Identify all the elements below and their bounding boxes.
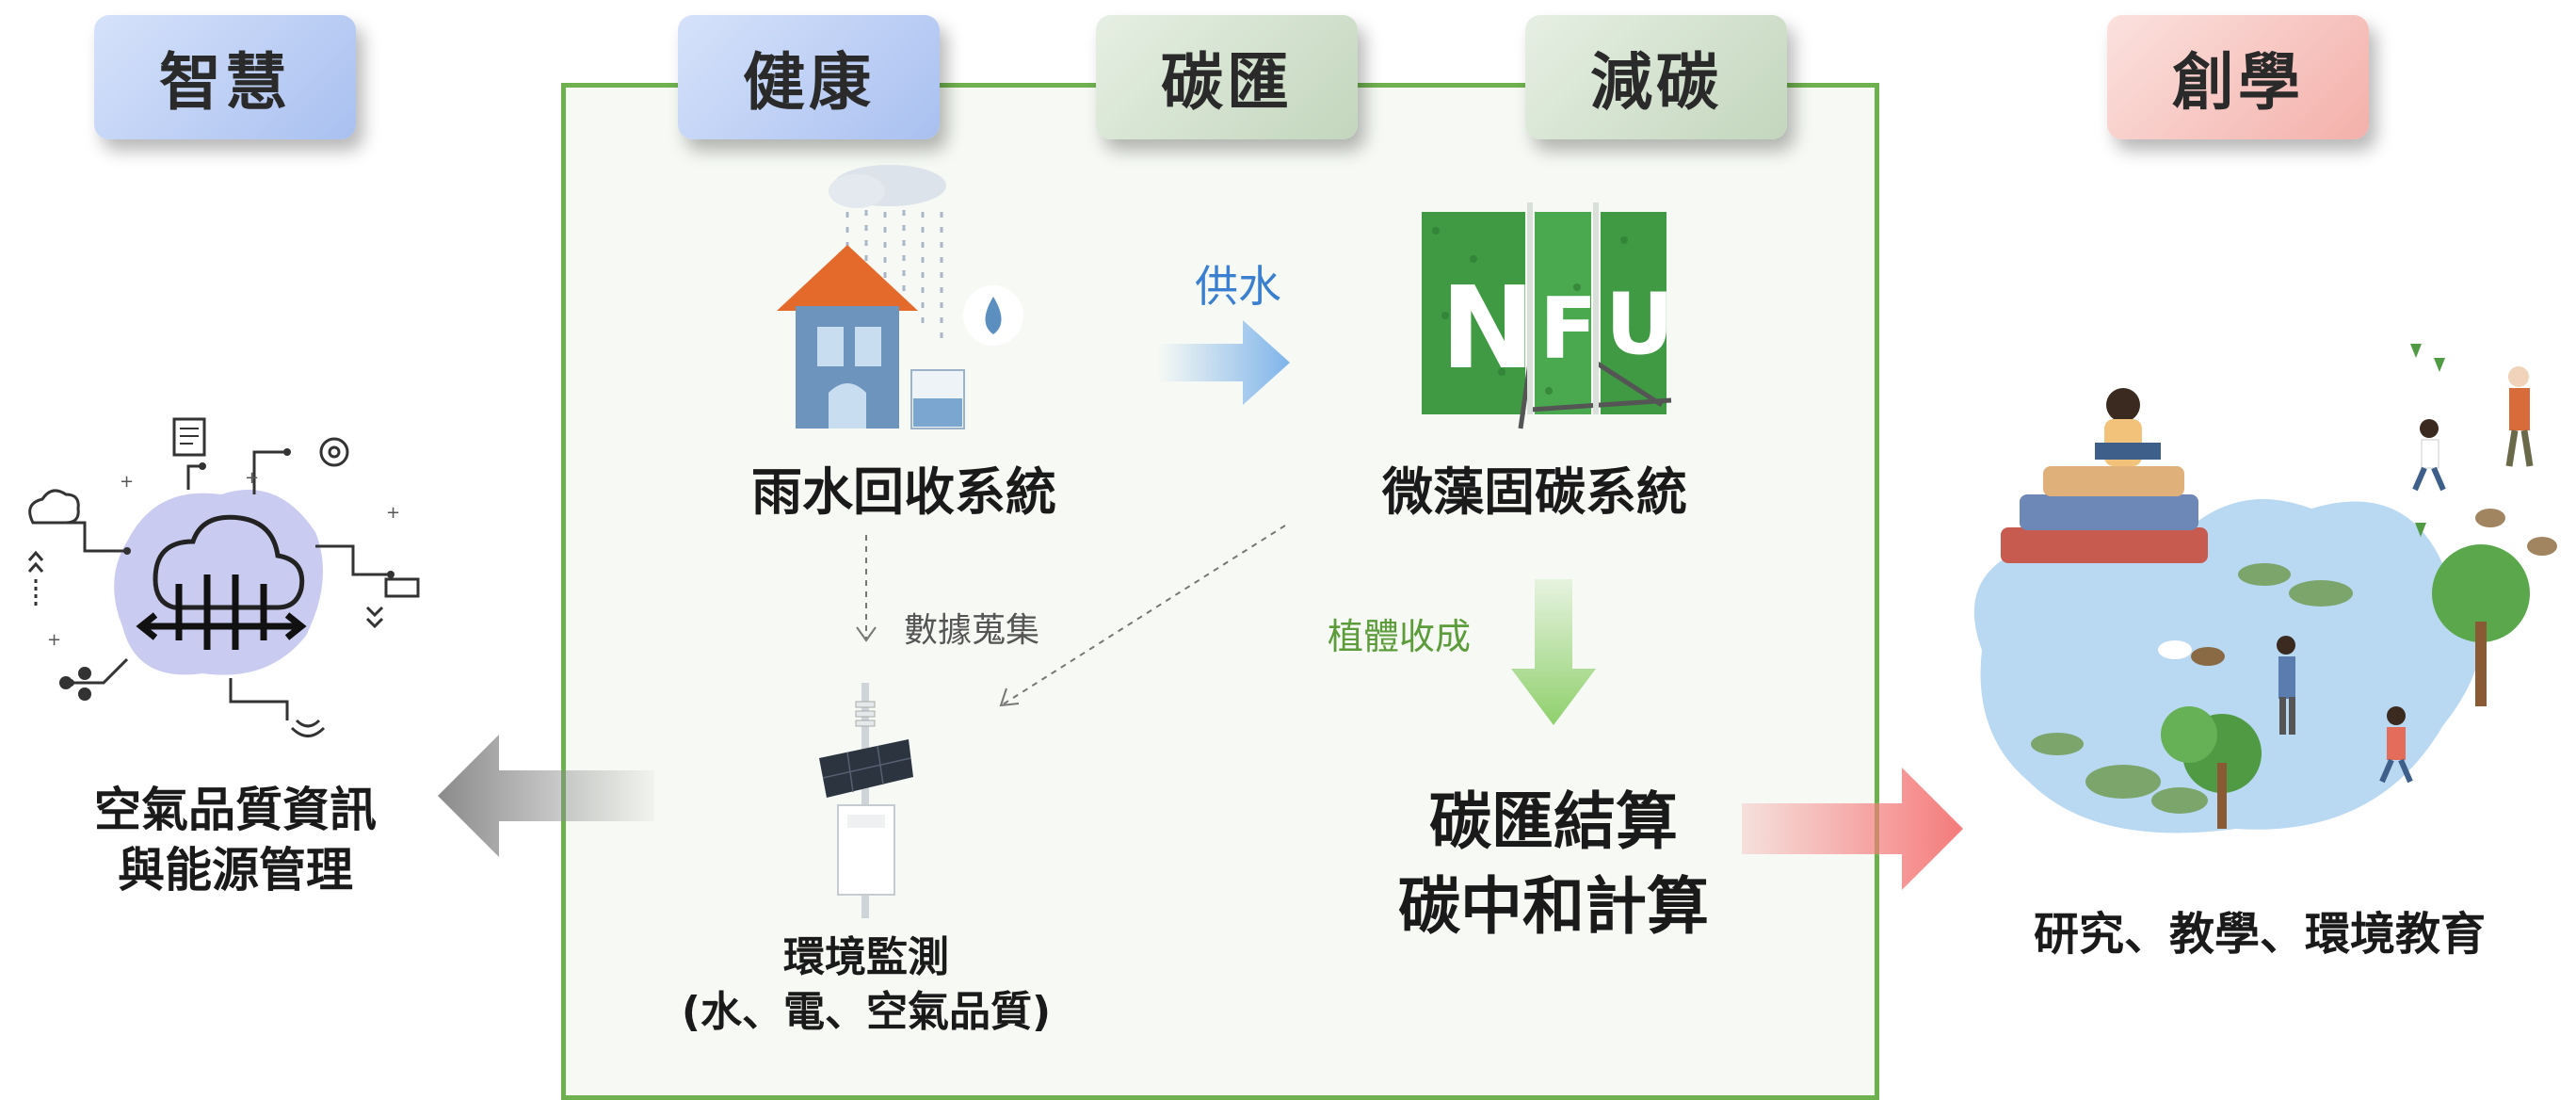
air-quality-energy-label: 空氣品質資訊 與能源管理 <box>56 780 414 900</box>
carbon-sink-settlement: 碳匯結算 <box>1429 785 1678 858</box>
tag-smart: 智慧 <box>94 15 356 139</box>
rainwater-house-icon <box>777 165 1023 429</box>
tag-innovation: 創學 <box>2107 15 2369 139</box>
smart-cloud-icon: + + + + <box>27 417 420 737</box>
energy-management: 與能源管理 <box>118 843 353 898</box>
water-supply-arrow-icon <box>1158 320 1290 405</box>
carbon-neutral-calculation: 碳中和計算 <box>1398 870 1709 943</box>
algae-system-label: 微藻固碳系統 <box>1382 462 1687 522</box>
tag-health: 健康 <box>678 15 940 139</box>
algae-data-arrow-icon <box>999 525 1286 707</box>
svg-text:+: + <box>386 503 400 523</box>
research-teaching-education-label: 研究、教學、環境教育 <box>2033 908 2486 961</box>
air-quality-info: 空氣品質資訊 <box>94 783 377 837</box>
water-supply-label: 供水 <box>1195 261 1281 312</box>
svg-text:U: U <box>1605 275 1674 374</box>
monitoring-station-icon <box>819 683 913 918</box>
data-collection-label: 數據蒐集 <box>904 611 1040 650</box>
data-collection-arrow-icon <box>856 535 877 642</box>
svg-text:+: + <box>245 468 259 488</box>
pink-right-arrow-icon <box>1742 768 1963 890</box>
tag-carbon-sink: 碳匯 <box>1096 15 1358 139</box>
algae-wall-icon: N F U <box>1422 202 1674 429</box>
svg-text:F: F <box>1539 280 1597 379</box>
carbon-calculation-label: 碳匯結算 碳中和計算 <box>1318 780 1789 949</box>
monitoring-title: 環境監測 <box>783 933 949 981</box>
tag-carbon-reduction: 減碳 <box>1525 15 1787 139</box>
monitoring-items: (水、電、空氣品質) <box>681 988 1052 1036</box>
gray-left-arrow-icon <box>438 735 654 857</box>
park-education-icon <box>1973 344 2557 833</box>
svg-text:+: + <box>47 630 61 650</box>
harvest-arrow-icon <box>1511 579 1596 725</box>
rainwater-system-label: 雨水回收系統 <box>751 462 1056 522</box>
svg-text:N: N <box>1441 264 1535 395</box>
environment-monitoring-label: 環境監測 (水、電、空氣品質) <box>659 930 1073 1040</box>
harvest-label: 植體收成 <box>1328 616 1472 657</box>
svg-text:+: + <box>120 472 134 492</box>
